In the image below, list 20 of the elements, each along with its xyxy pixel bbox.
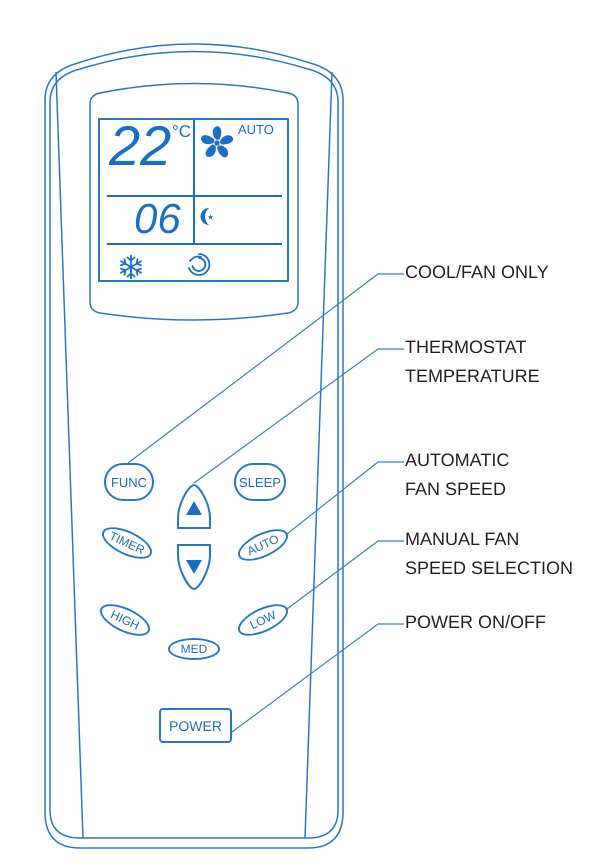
celsius-unit: °C	[172, 123, 192, 140]
leader-line	[286, 540, 404, 610]
leader-line	[128, 273, 404, 464]
leader-line	[194, 348, 404, 484]
callout-label: AUTOMATIC FAN SPEED	[405, 446, 535, 504]
leader-line	[232, 623, 404, 732]
func-button: FUNC	[104, 463, 154, 501]
med-button: MED	[168, 638, 220, 660]
temperature-digits: 22	[109, 118, 172, 174]
up-arrow-button	[176, 483, 212, 530]
callout-label: POWER ON/OFF	[405, 608, 587, 637]
leader-line	[286, 461, 404, 534]
callout-label: THERMOSTAT TEMPERATURE	[405, 333, 555, 391]
fan-mode-label: AUTO	[238, 123, 274, 136]
down-arrow-button	[176, 543, 212, 591]
power-button: POWER	[159, 708, 232, 743]
timer-digits: 06	[134, 198, 181, 240]
callout-label: COOL/FAN ONLY	[405, 258, 587, 287]
callout-label: MANUAL FAN SPEED SELECTION	[405, 525, 585, 583]
sleep-button: SLEEP	[234, 463, 286, 501]
